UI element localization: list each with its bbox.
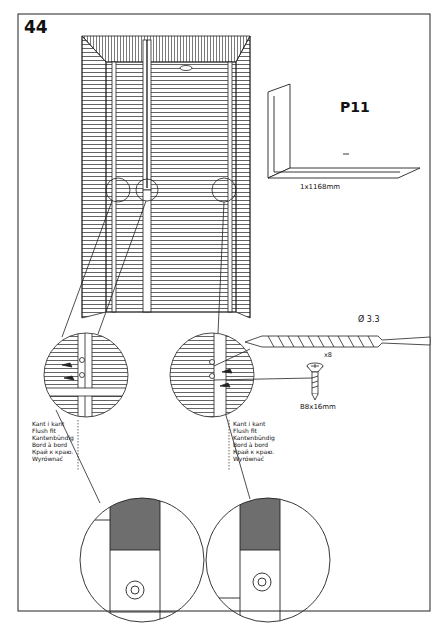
line-art: [40, 330, 140, 420]
line-art: [236, 36, 250, 318]
line-art: [110, 550, 160, 551]
line-art: [106, 62, 236, 312]
line-art: [44, 388, 134, 396]
line-art: [82, 36, 250, 62]
line-art: [250, 36, 251, 318]
line-art: [82, 36, 106, 318]
detail-markers: [56, 178, 250, 503]
flush-fit-note: Край к краю.: [32, 449, 73, 456]
line-art: [274, 96, 275, 172]
line-art: [311, 364, 319, 368]
line-art: [280, 495, 281, 630]
line-art: [106, 178, 130, 202]
line-art: [110, 495, 111, 630]
quantity: x8: [324, 352, 332, 359]
part-name: P11: [340, 100, 370, 115]
line-art: [80, 498, 204, 622]
line-art: [143, 40, 151, 190]
line-art: [253, 573, 271, 591]
screw-size: B8x16mm: [300, 404, 336, 412]
line-art: [312, 372, 318, 394]
line-art: [98, 201, 146, 334]
flush-fit-note: Kant i kant: [32, 421, 64, 428]
line-art: [214, 378, 312, 380]
drill-diameter: Ø 3.3: [358, 316, 380, 325]
line-art: [80, 358, 85, 363]
line-art: [112, 62, 116, 312]
page-number: 44: [24, 18, 48, 37]
line-art: [210, 360, 215, 365]
line-art: [268, 336, 374, 347]
line-art: [206, 495, 280, 630]
zoom-detail-left: [40, 330, 140, 420]
line-art: [245, 336, 430, 347]
shed-interior: [82, 36, 250, 318]
flush-fit-note: Wyrównać: [32, 456, 63, 463]
flush-detail-right: [206, 495, 330, 630]
line-art: [214, 349, 250, 366]
flush-fit-note: Kantenbündig: [32, 435, 74, 442]
line-art: [206, 498, 330, 622]
line-art: [18, 14, 430, 611]
line-art: [146, 40, 147, 188]
line-art: [268, 84, 290, 178]
flush-fit-note: Bord à bord: [32, 442, 67, 449]
screw: [307, 363, 323, 400]
line-art: [62, 363, 74, 380]
line-art: [343, 154, 349, 155]
line-art: [220, 369, 232, 387]
flush-fit-note: Flush fit: [32, 428, 56, 435]
flush-fit-note: Kantenbündig: [233, 435, 275, 442]
line-art: [80, 495, 204, 630]
line-art: [44, 333, 128, 417]
profile-p11: [268, 84, 420, 178]
flush-fit-note: Край к краю.: [233, 449, 274, 456]
line-art: [240, 550, 280, 551]
line-art: [240, 495, 280, 550]
line-art: [80, 373, 85, 378]
line-art: [218, 202, 224, 333]
flush-fit-note: Flush fit: [233, 428, 257, 435]
line-art: [206, 598, 240, 599]
part-dimension: 1x1168mm: [300, 184, 340, 192]
flush-fit-note: Bord à bord: [233, 442, 268, 449]
line-art: [131, 586, 139, 594]
line-art: [312, 376, 318, 388]
line-art: [258, 578, 266, 586]
line-art: [170, 333, 254, 417]
line-art: [268, 168, 420, 178]
flush-fit-note: Wyrównać: [233, 456, 264, 463]
line-art: [78, 420, 79, 470]
drill-bit: [245, 336, 430, 347]
line-art: [228, 62, 232, 312]
line-art: [212, 178, 236, 202]
line-art: [82, 36, 83, 318]
line-art: [240, 495, 241, 630]
line-art: [210, 374, 215, 379]
flush-fit-note: Kant i kant: [233, 421, 265, 428]
line-art: [274, 172, 400, 173]
line-art: [229, 420, 230, 470]
line-art: [312, 394, 318, 400]
line-art: [110, 612, 204, 613]
line-art: [136, 179, 158, 201]
line-art: [214, 330, 226, 420]
line-art: [40, 330, 140, 420]
line-art: [180, 66, 192, 71]
flush-detail-left: [80, 495, 204, 630]
line-art: [126, 581, 144, 599]
line-art: [106, 312, 236, 313]
line-art: [143, 190, 151, 312]
line-art: [160, 495, 161, 630]
line-art: [78, 330, 92, 420]
